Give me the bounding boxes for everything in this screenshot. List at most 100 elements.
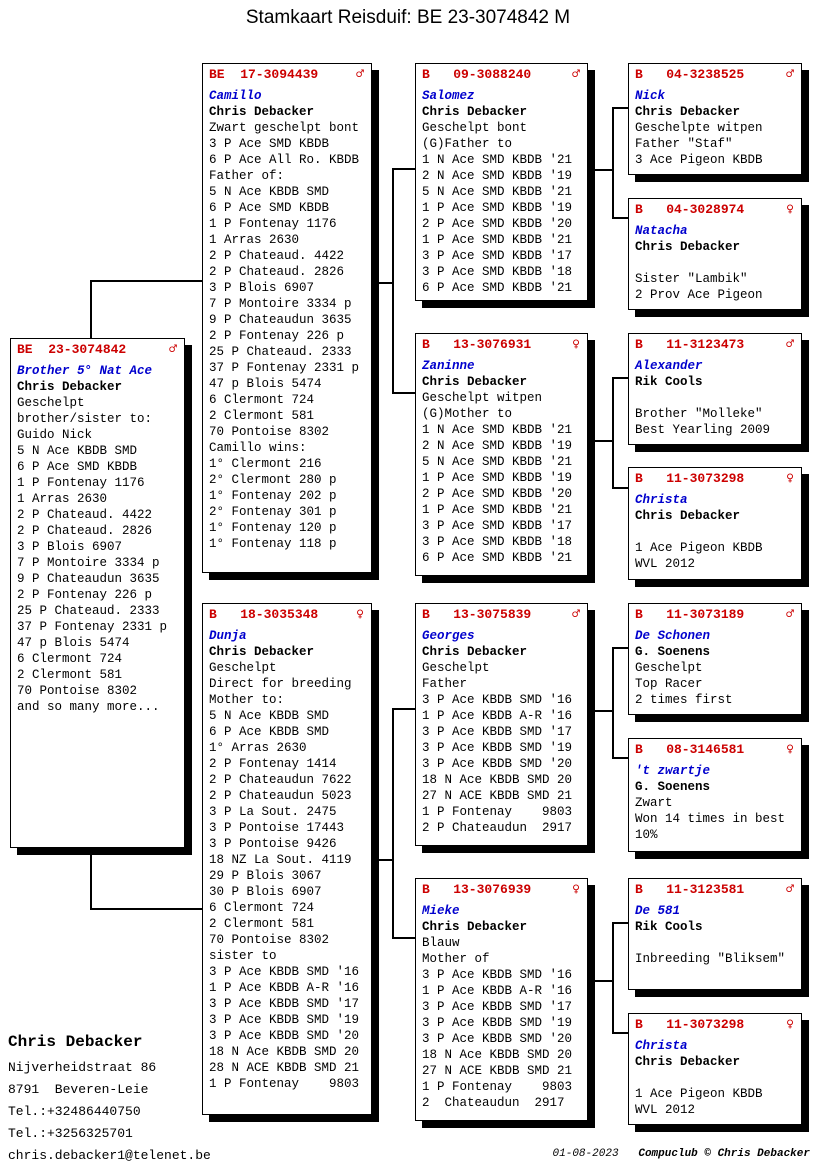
owner-name: Chris Debacker bbox=[635, 105, 741, 119]
ring-number: B 04-3238525 bbox=[635, 67, 745, 82]
ring-header: BE 23-3074842 ♂ bbox=[11, 339, 184, 359]
ring-header: BE 17-3094439 ♂ bbox=[203, 64, 371, 84]
male-icon: ♂ bbox=[786, 67, 794, 82]
pigeon-details: Sister "Lambik" 2 Prov Ace Pigeon bbox=[635, 272, 763, 302]
pigeon-name: Christa bbox=[635, 1039, 688, 1053]
pigeon-details: Brother "Molleke" Best Yearling 2009 bbox=[635, 407, 771, 437]
pedigree-box-de-schonen: B 11-3073189 ♂ De Schonen G. Soenens Ges… bbox=[628, 603, 802, 715]
pigeon-name: De Schonen bbox=[635, 629, 711, 643]
male-icon: ♂ bbox=[169, 342, 177, 357]
owner-name: Rik Cools bbox=[635, 920, 703, 934]
footer-credit: Compuclub © Chris Debacker bbox=[638, 1148, 810, 1160]
contact-block: Chris Debacker Nijverheidstraat 86 8791 … bbox=[8, 1031, 211, 1167]
pedigree-box-dam: B 18-3035348 ♀ Dunja Chris Debacker Gesc… bbox=[202, 603, 372, 1115]
connector-line bbox=[612, 107, 614, 219]
owner-name: G. Soenens bbox=[635, 645, 711, 659]
footer-spacer bbox=[619, 1148, 639, 1160]
connector-line bbox=[612, 647, 614, 759]
connector-line bbox=[612, 757, 628, 759]
pigeon-details: Geschelpt bont (G)Father to 1 N Ace SMD … bbox=[422, 121, 573, 295]
pedigree-box-nick: B 04-3238525 ♂ Nick Chris Debacker Gesch… bbox=[628, 63, 802, 175]
ring-number: B 13-3076931 bbox=[422, 337, 532, 352]
owner-name: Chris Debacker bbox=[422, 645, 528, 659]
contact-name: Chris Debacker bbox=[8, 1033, 143, 1051]
female-icon: ♀ bbox=[572, 337, 580, 352]
female-icon: ♀ bbox=[356, 607, 364, 622]
connector-line bbox=[595, 980, 612, 982]
ring-number: B 13-3076939 bbox=[422, 882, 532, 897]
owner-name: Chris Debacker bbox=[209, 645, 315, 659]
footer: 01-08-2023 Compuclub © Chris Debacker bbox=[526, 1136, 810, 1172]
pigeon-name: Zaninne bbox=[422, 359, 475, 373]
male-icon: ♂ bbox=[786, 882, 794, 897]
pigeon-name: 't zwartje bbox=[635, 764, 711, 778]
ring-header: B 04-3028974 ♀ bbox=[629, 199, 801, 219]
connector-line bbox=[378, 282, 394, 284]
owner-name: Chris Debacker bbox=[635, 1055, 741, 1069]
pedigree-box-christa-2: B 11-3073298 ♀ Christa Chris Debacker 1 … bbox=[628, 1013, 802, 1125]
pigeon-name: Georges bbox=[422, 629, 475, 643]
connector-line bbox=[392, 392, 415, 394]
ring-header: B 13-3076939 ♀ bbox=[416, 879, 587, 899]
ring-number: BE 17-3094439 bbox=[209, 67, 319, 82]
male-icon: ♂ bbox=[572, 607, 580, 622]
owner-name: Chris Debacker bbox=[635, 240, 741, 254]
owner-name: Chris Debacker bbox=[422, 375, 528, 389]
pedigree-box-dam-sire: B 13-3075839 ♂ Georges Chris Debacker Ge… bbox=[415, 603, 588, 846]
connector-line bbox=[595, 710, 612, 712]
female-icon: ♀ bbox=[786, 202, 794, 217]
pigeon-name: Nick bbox=[635, 89, 666, 103]
pigeon-name: De 581 bbox=[635, 904, 681, 918]
pigeon-name: Salomez bbox=[422, 89, 475, 103]
pigeon-details: Geschelpt Father 3 P Ace KBDB SMD '16 1 … bbox=[422, 661, 573, 835]
connector-line bbox=[378, 859, 394, 861]
ring-number: B 11-3123473 bbox=[635, 337, 745, 352]
pigeon-details: Geschelpt witpen (G)Mother to 1 N Ace SM… bbox=[422, 391, 573, 565]
pedigree-box-sire-dam: B 13-3076931 ♀ Zaninne Chris Debacker Ge… bbox=[415, 333, 588, 576]
connector-line bbox=[90, 280, 203, 282]
pigeon-name: Dunja bbox=[209, 629, 247, 643]
connector-line bbox=[90, 848, 92, 909]
pigeon-details: Zwart Won 14 times in best 10% bbox=[635, 796, 786, 842]
connector-line bbox=[392, 708, 394, 939]
pigeon-name: Mieke bbox=[422, 904, 460, 918]
ring-number: B 18-3035348 bbox=[209, 607, 319, 622]
ring-header: B 08-3146581 ♀ bbox=[629, 739, 801, 759]
male-icon: ♂ bbox=[786, 337, 794, 352]
pedigree-box-natacha: B 04-3028974 ♀ Natacha Chris Debacker Si… bbox=[628, 198, 802, 310]
pigeon-name: Camillo bbox=[209, 89, 262, 103]
connector-line bbox=[90, 280, 92, 339]
pigeon-details: Geschelpt Top Racer 2 times first bbox=[635, 661, 733, 707]
ring-number: B 11-3073189 bbox=[635, 607, 745, 622]
connector-line bbox=[392, 168, 415, 170]
pigeon-name: Natacha bbox=[635, 224, 688, 238]
ring-header: B 18-3035348 ♀ bbox=[203, 604, 371, 624]
connector-line bbox=[612, 377, 628, 379]
pigeon-details: Blauw Mother of 3 P Ace KBDB SMD '16 1 P… bbox=[422, 936, 573, 1110]
ring-header: B 09-3088240 ♂ bbox=[416, 64, 587, 84]
connector-line bbox=[392, 168, 394, 394]
ring-header: B 11-3073298 ♀ bbox=[629, 1014, 801, 1034]
owner-name: Chris Debacker bbox=[209, 105, 315, 119]
ring-header: B 11-3123581 ♂ bbox=[629, 879, 801, 899]
pigeon-details: 1 Ace Pigeon KBDB WVL 2012 bbox=[635, 541, 763, 571]
female-icon: ♀ bbox=[786, 471, 794, 486]
pedigree-box-sire-sire: B 09-3088240 ♂ Salomez Chris Debacker Ge… bbox=[415, 63, 588, 301]
pigeon-details: Geschelpt Direct for breeding Mother to:… bbox=[209, 661, 360, 1091]
connector-line bbox=[612, 922, 628, 924]
ring-header: B 11-3073298 ♀ bbox=[629, 468, 801, 488]
pigeon-name: Alexander bbox=[635, 359, 703, 373]
pigeon-name: Christa bbox=[635, 493, 688, 507]
pedigree-box-de-581: B 11-3123581 ♂ De 581 Rik Cools Inbreedi… bbox=[628, 878, 802, 990]
pedigree-box-alexander: B 11-3123473 ♂ Alexander Rik Cools Broth… bbox=[628, 333, 802, 445]
ring-header: B 04-3238525 ♂ bbox=[629, 64, 801, 84]
pigeon-details: Geschelpte witpen Father "Staf" 3 Ace Pi… bbox=[635, 121, 763, 167]
ring-number: BE 23-3074842 bbox=[17, 342, 127, 357]
male-icon: ♂ bbox=[786, 607, 794, 622]
male-icon: ♂ bbox=[572, 67, 580, 82]
ring-header: B 13-3075839 ♂ bbox=[416, 604, 587, 624]
page-title: Stamkaart Reisduif: BE 23-3074842 M bbox=[245, 7, 571, 28]
owner-name: Rik Cools bbox=[635, 375, 703, 389]
pigeon-details: Inbreeding "Bliksem" bbox=[635, 952, 786, 966]
